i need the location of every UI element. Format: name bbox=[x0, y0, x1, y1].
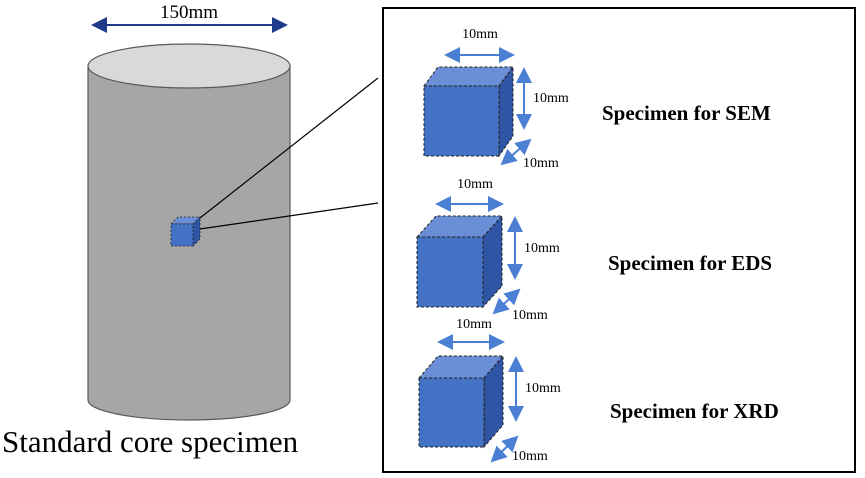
title-sem: Specimen for SEM bbox=[602, 101, 771, 125]
depth-arrow-eds bbox=[492, 288, 521, 315]
core-caption: Standard core specimen bbox=[2, 424, 299, 459]
height-label-sem: 10mm bbox=[533, 91, 569, 106]
depth-label-eds: 10mm bbox=[512, 308, 548, 323]
width-label-xrd: 10mm bbox=[456, 317, 492, 332]
depth-label-xrd: 10mm bbox=[512, 449, 548, 464]
diameter-label: 150mm bbox=[160, 2, 218, 23]
depth-arrow-sem bbox=[500, 138, 532, 166]
depth-label-sem: 10mm bbox=[523, 156, 559, 171]
cube-sem bbox=[423, 65, 514, 158]
specimen-sem: 10mm 10mm 10mm Specimen for SEM bbox=[423, 27, 771, 171]
callout-line-bottom bbox=[199, 202, 379, 230]
specimen-eds: 10mm 10mm 10mm Specimen for EDS bbox=[415, 177, 772, 323]
depth-arrow-xrd bbox=[490, 435, 519, 463]
cylinder-top bbox=[87, 43, 291, 89]
height-label-xrd: 10mm bbox=[525, 381, 561, 396]
title-xrd: Specimen for XRD bbox=[610, 399, 779, 423]
callout-line-top bbox=[199, 77, 379, 219]
width-label-eds: 10mm bbox=[457, 177, 493, 192]
title-eds: Specimen for EDS bbox=[608, 251, 772, 275]
width-label-sem: 10mm bbox=[462, 27, 498, 42]
height-label-eds: 10mm bbox=[524, 241, 560, 256]
cube-xrd bbox=[417, 354, 505, 449]
specimen-xrd: 10mm 10mm 10mm Specimen for XRD bbox=[417, 317, 779, 464]
cube-eds bbox=[415, 214, 504, 309]
sample-cube-on-core bbox=[170, 216, 201, 247]
